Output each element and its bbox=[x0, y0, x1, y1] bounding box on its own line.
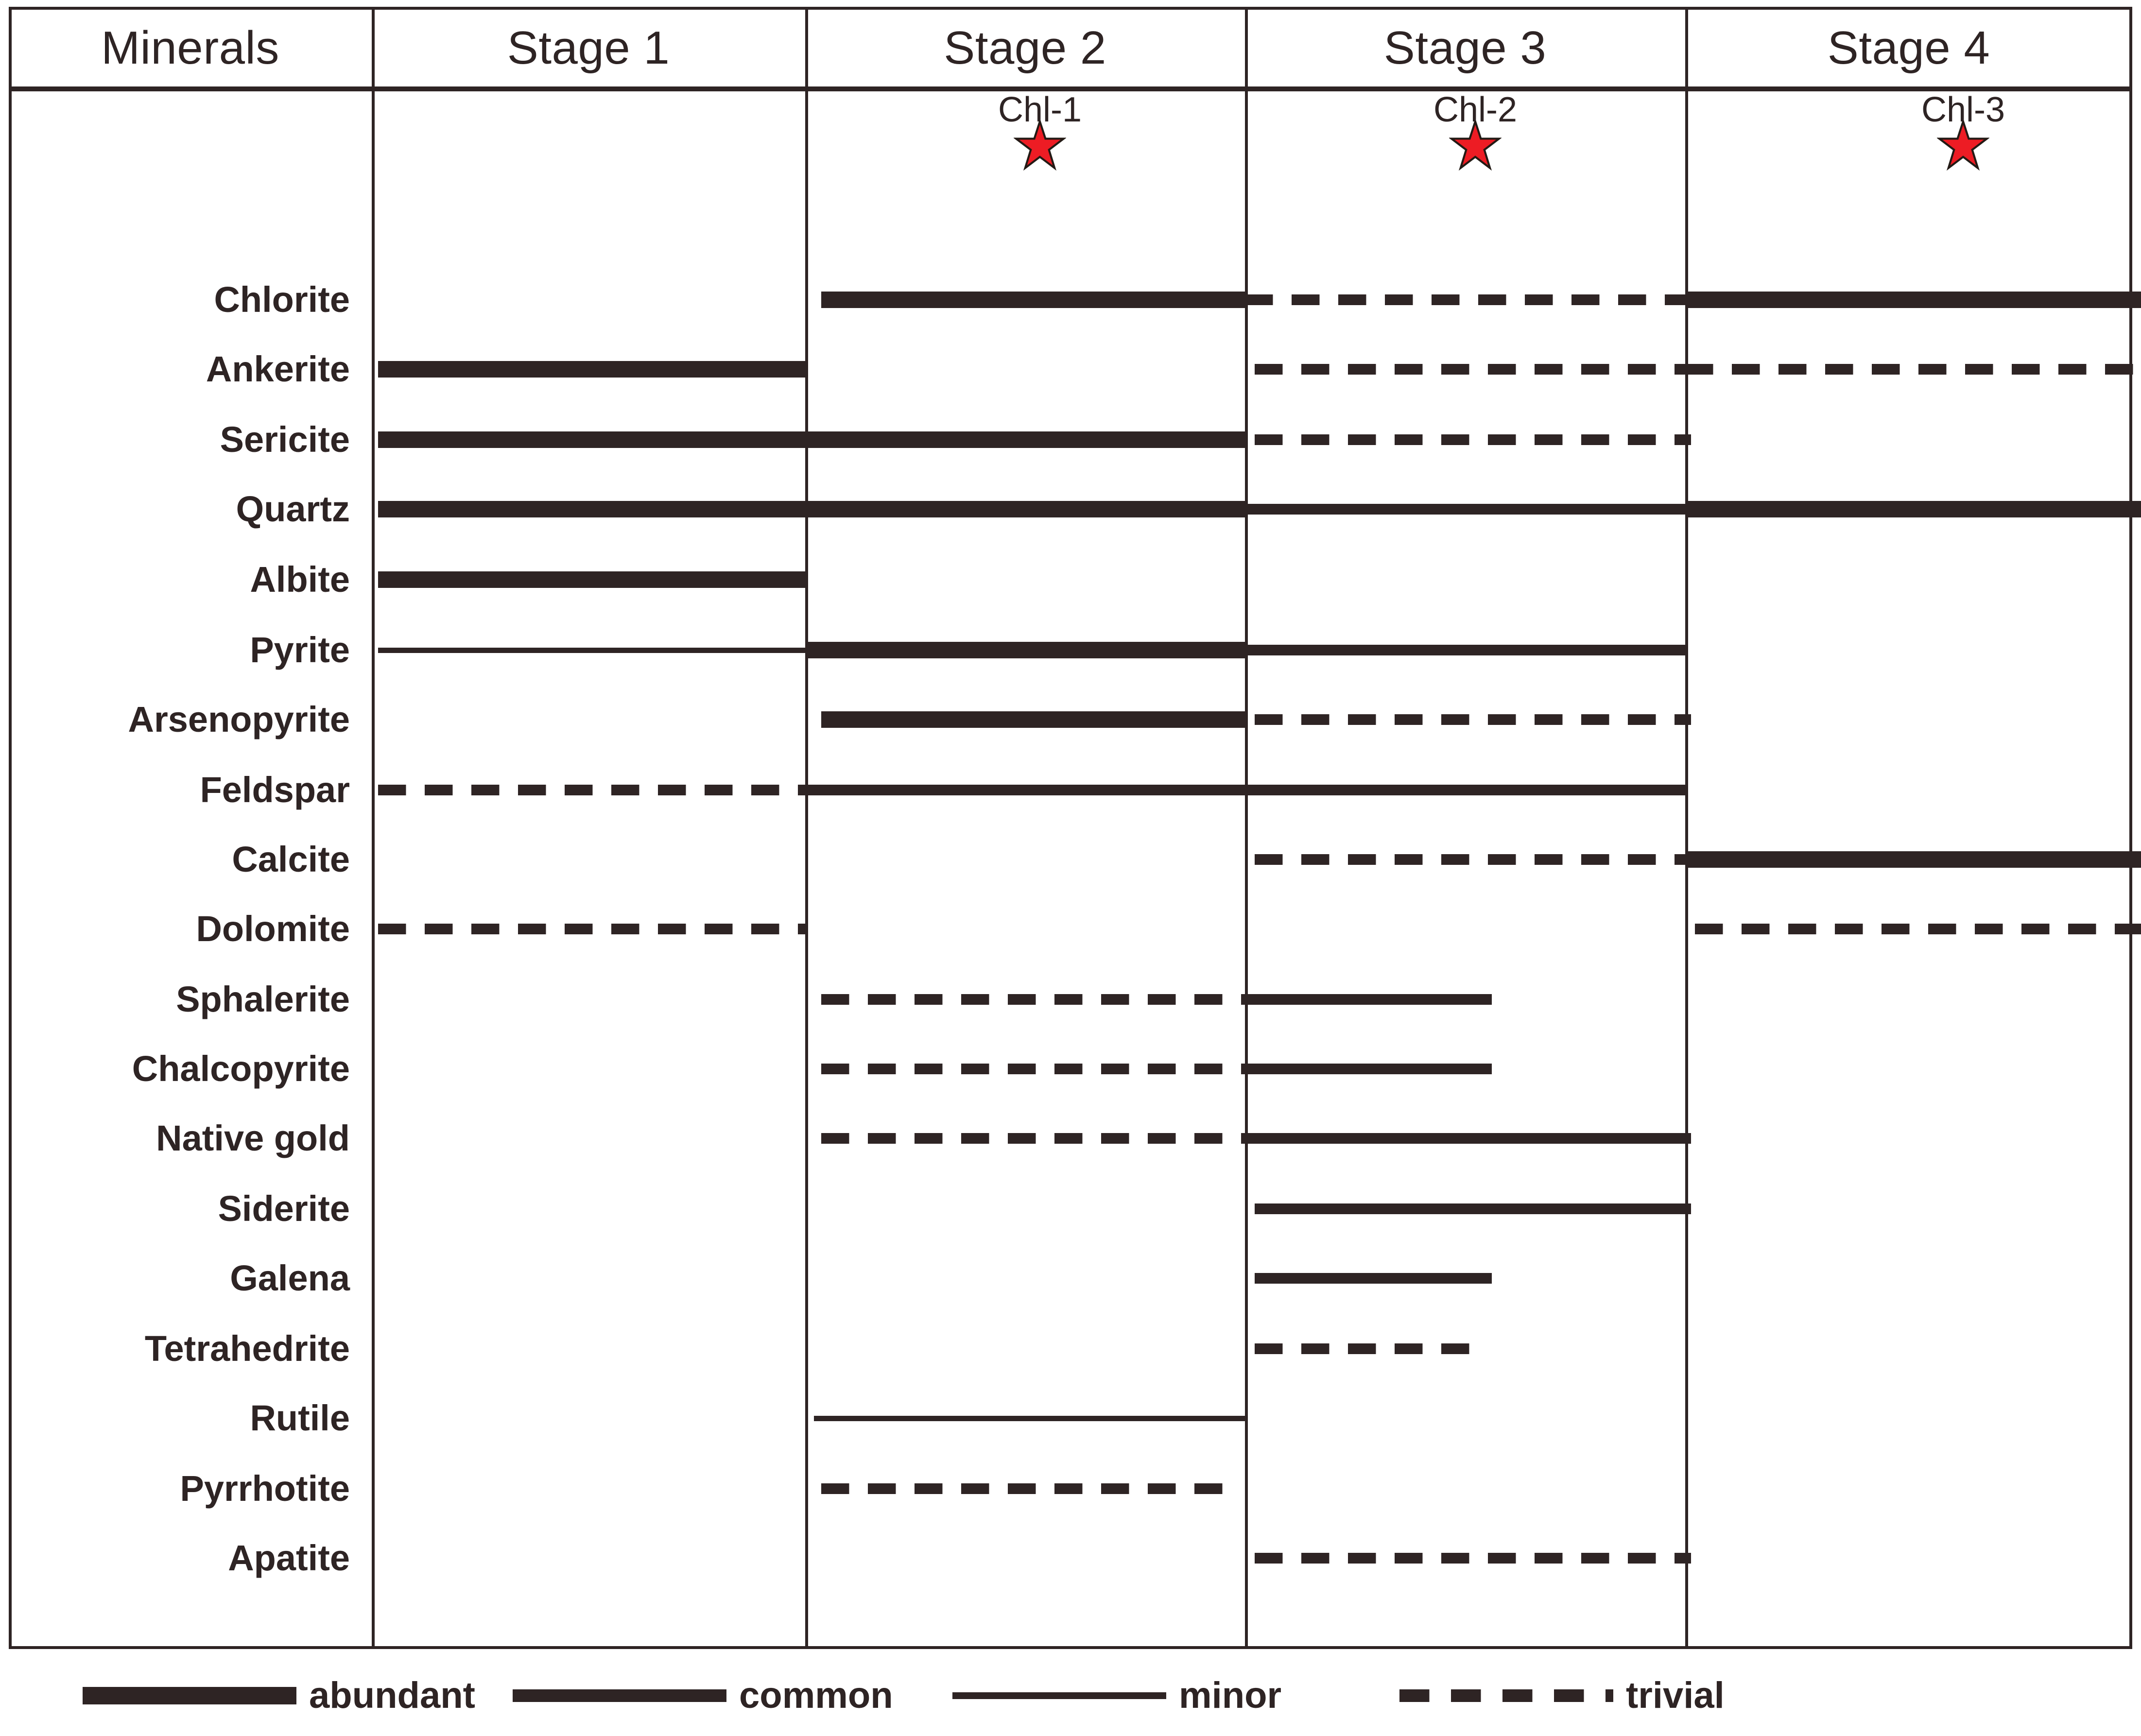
abundance-bar-trivial bbox=[1255, 434, 1691, 445]
abundance-bar-abundant bbox=[378, 501, 805, 517]
mineral-label: Albite bbox=[250, 559, 350, 600]
abundance-bar-common bbox=[1245, 994, 1492, 1005]
abundance-bar-trivial bbox=[821, 1483, 1237, 1494]
abundance-bar-abundant bbox=[821, 292, 1245, 308]
abundance-bar-minor bbox=[814, 1415, 1245, 1421]
header-bottom-rule bbox=[9, 86, 2132, 91]
abundance-bar-trivial bbox=[1245, 294, 1685, 305]
abundance-bar-common bbox=[1245, 1133, 1691, 1144]
abundance-bar-abundant bbox=[1685, 292, 2141, 308]
red-star-icon bbox=[1937, 120, 1989, 171]
header-cell-stage4: Stage 4 bbox=[1685, 7, 2132, 89]
mineral-label: Pyrrhotite bbox=[180, 1468, 350, 1509]
abundance-bar-trivial bbox=[1695, 924, 2141, 934]
mineral-label: Dolomite bbox=[196, 909, 350, 949]
mineral-label: Sphalerite bbox=[176, 979, 350, 1019]
legend-item-trivial: trivial bbox=[1399, 1671, 1725, 1720]
abundance-bar-trivial bbox=[1255, 1553, 1691, 1564]
abundance-bar-abundant bbox=[805, 642, 1245, 658]
mineral-label: Sericite bbox=[220, 419, 350, 460]
legend-swatch-minor bbox=[952, 1692, 1166, 1699]
red-star-icon bbox=[1449, 120, 1502, 171]
abundance-bar-common bbox=[805, 785, 1245, 795]
mineral-label: Chlorite bbox=[214, 279, 350, 320]
abundance-bar-trivial bbox=[1255, 714, 1691, 725]
abundance-bar-trivial bbox=[1255, 854, 1685, 865]
legend-label-abundant: abundant bbox=[309, 1675, 475, 1716]
mineral-label: Arsenopyrite bbox=[128, 699, 350, 739]
abundance-bar-common bbox=[1255, 1203, 1691, 1214]
mineral-label: Quartz bbox=[236, 489, 350, 529]
header-label-stage2: Stage 2 bbox=[944, 22, 1106, 74]
mineral-label: Ankerite bbox=[206, 349, 350, 389]
header-cell-stage1: Stage 1 bbox=[372, 7, 805, 89]
header-cell-stage2: Stage 2 bbox=[805, 7, 1245, 89]
abundance-bar-abundant bbox=[1685, 851, 2141, 868]
abundance-bar-trivial bbox=[1255, 1343, 1477, 1354]
table-frame bbox=[9, 7, 2132, 1649]
mineral-label: Chalcopyrite bbox=[132, 1048, 350, 1089]
legend-label-minor: minor bbox=[1179, 1675, 1282, 1716]
abundance-bar-common bbox=[1255, 1273, 1492, 1284]
abundance-bar-abundant bbox=[1685, 501, 2141, 517]
abundance-bar-trivial bbox=[1685, 364, 2141, 375]
column-divider-stage2 bbox=[805, 7, 808, 1649]
legend: abundant common minor trivial bbox=[0, 1671, 2141, 1720]
legend-label-common: common bbox=[739, 1675, 893, 1716]
abundance-bar-trivial bbox=[821, 1064, 1245, 1074]
abundance-bar-abundant bbox=[805, 431, 1245, 448]
abundance-bar-common bbox=[1245, 1064, 1492, 1074]
header-label-minerals: Minerals bbox=[101, 22, 279, 74]
legend-item-common: common bbox=[513, 1671, 893, 1720]
header-cell-minerals: Minerals bbox=[9, 7, 372, 89]
legend-label-trivial: trivial bbox=[1626, 1675, 1725, 1716]
legend-item-minor: minor bbox=[952, 1671, 1281, 1720]
header-label-stage4: Stage 4 bbox=[1827, 22, 1990, 74]
mineral-label: Galena bbox=[230, 1258, 350, 1298]
mineral-label: Calcite bbox=[232, 839, 350, 879]
column-divider-stage3 bbox=[1245, 7, 1248, 1649]
header-label-stage3: Stage 3 bbox=[1383, 22, 1547, 74]
abundance-bar-trivial bbox=[378, 924, 805, 934]
header-label-stage1: Stage 1 bbox=[507, 22, 670, 74]
mineral-label: Pyrite bbox=[250, 630, 350, 670]
abundance-bar-abundant bbox=[805, 501, 1245, 517]
mineral-label: Apatite bbox=[228, 1538, 350, 1578]
abundance-bar-trivial bbox=[378, 785, 805, 795]
legend-item-abundant: abundant bbox=[83, 1671, 475, 1720]
legend-swatch-common bbox=[513, 1689, 726, 1702]
abundance-bar-common bbox=[1245, 645, 1685, 655]
mineral-label: Siderite bbox=[218, 1188, 350, 1229]
abundance-bar-common bbox=[1245, 785, 1685, 795]
chlorite-generation-tag: Chl-3 bbox=[1921, 92, 2005, 171]
mineral-label: Native gold bbox=[156, 1118, 350, 1158]
abundance-bar-common bbox=[1245, 504, 1685, 515]
legend-swatch-trivial bbox=[1399, 1689, 1613, 1702]
abundance-bar-abundant bbox=[378, 431, 805, 448]
column-divider-stage4 bbox=[1685, 7, 1688, 1649]
abundance-bar-abundant bbox=[378, 361, 805, 378]
column-divider-stage1 bbox=[372, 7, 375, 1649]
abundance-bar-abundant bbox=[378, 571, 805, 588]
header-cell-stage3: Stage 3 bbox=[1245, 7, 1685, 89]
chlorite-generation-tag: Chl-2 bbox=[1433, 92, 1517, 171]
chlorite-generation-tag: Chl-1 bbox=[998, 92, 1082, 171]
abundance-bar-minor bbox=[378, 647, 805, 653]
abundance-bar-trivial bbox=[821, 994, 1245, 1005]
mineral-label: Feldspar bbox=[200, 770, 350, 810]
abundance-bar-trivial bbox=[821, 1133, 1245, 1144]
abundance-bar-abundant bbox=[821, 711, 1245, 728]
mineral-label: Rutile bbox=[250, 1398, 350, 1438]
table-header-row: Minerals Stage 1 Stage 2 Stage 3 Stage 4 bbox=[9, 7, 2132, 89]
abundance-bar-trivial bbox=[1255, 364, 1685, 375]
mineral-label: Tetrahedrite bbox=[144, 1328, 350, 1369]
red-star-icon bbox=[1014, 120, 1066, 171]
legend-swatch-abundant bbox=[83, 1687, 296, 1704]
